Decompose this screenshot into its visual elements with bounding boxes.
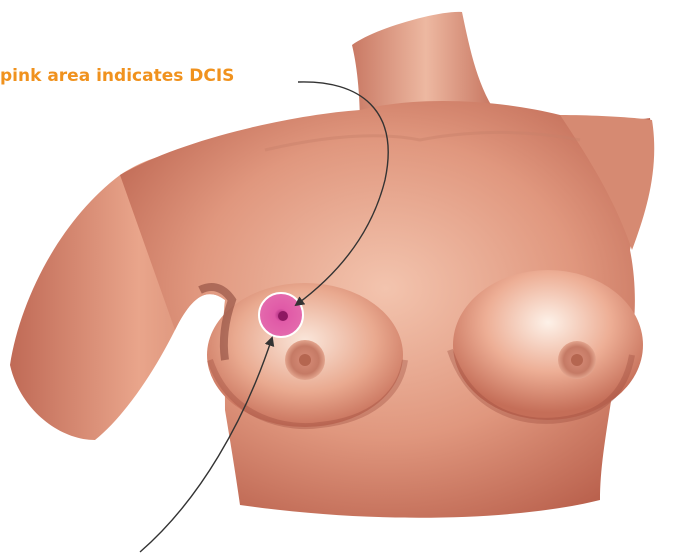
right-nipple [571,354,583,366]
callout-label: pink area indicates DCIS [0,66,234,86]
left-nipple [299,354,311,366]
dcis-core [278,311,288,321]
